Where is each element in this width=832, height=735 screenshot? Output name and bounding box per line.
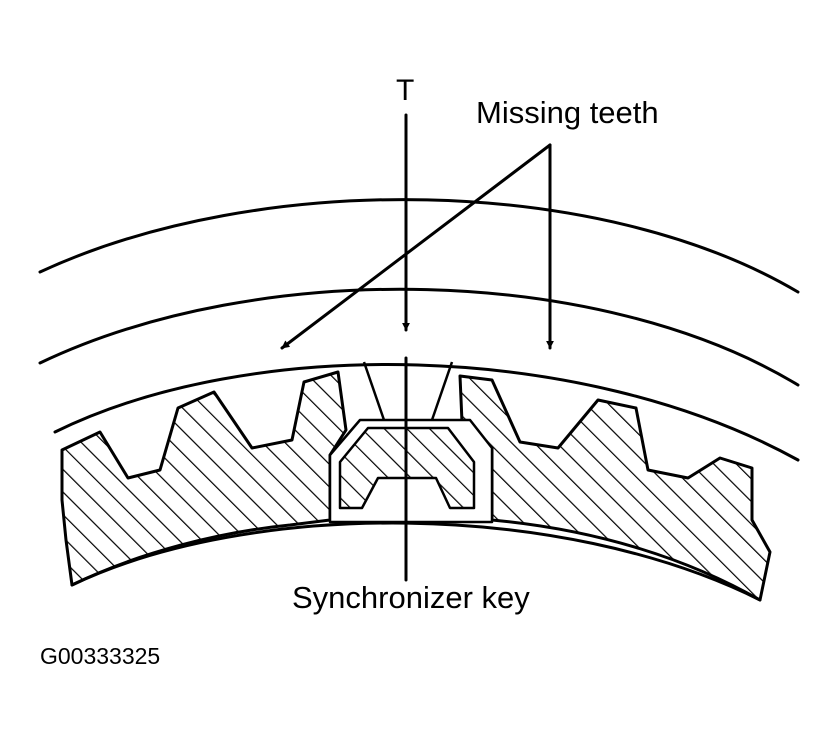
hub-right-section <box>458 374 772 602</box>
synchronizer-key-label: Synchronizer key <box>292 580 530 615</box>
outer-ring-arc <box>38 198 800 294</box>
top-marker-label: T <box>396 74 414 107</box>
hub-rim-arc <box>53 363 800 462</box>
missing-teeth-arrow-left <box>280 143 552 350</box>
inner-ring-arc <box>38 287 800 387</box>
hub-left-section <box>60 370 348 587</box>
key-taper-left <box>362 361 386 421</box>
figure-code-label: G00333325 <box>40 643 160 669</box>
missing-teeth-label: Missing teeth <box>476 95 659 130</box>
key-taper-right <box>430 361 454 421</box>
